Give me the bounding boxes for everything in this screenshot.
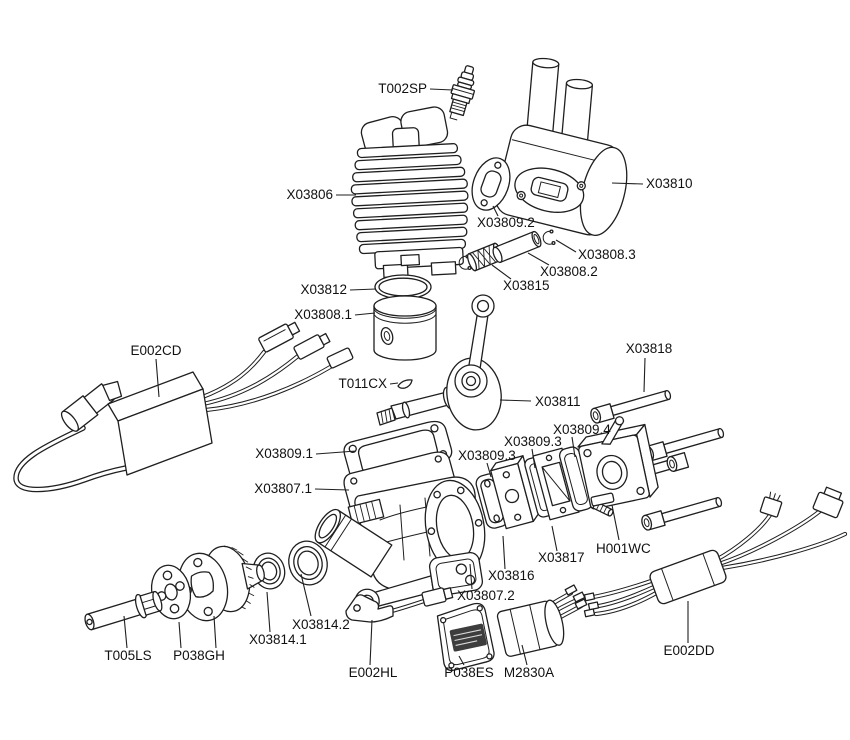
part-label-t011cx: T011CX	[338, 376, 387, 391]
part-label-p038gh: P038GH	[173, 648, 225, 663]
exhaust-gasket	[471, 157, 511, 211]
part-label-m2830a: M2830A	[504, 665, 554, 680]
battery-connector	[812, 486, 844, 519]
part-label-x03814-2: X03814.2	[292, 617, 350, 632]
part-label-e002cd: E002CD	[130, 343, 181, 358]
part-label-x03810: X03810	[646, 176, 693, 191]
part-label-x03815: X03815	[503, 278, 550, 293]
part-label-x03808-1: X03808.1	[294, 307, 352, 322]
part-label-x03812: X03812	[300, 282, 347, 297]
connector-2	[293, 332, 331, 360]
hall-sensor	[345, 587, 454, 623]
part-label-h001wc: H001WC	[596, 541, 651, 556]
part-label-x03808-2: X03808.2	[540, 264, 598, 279]
prop-bolt	[84, 590, 163, 631]
ignition-module	[13, 321, 354, 493]
part-label-t005ls: T005LS	[104, 648, 151, 663]
part-label-x03806: X03806	[286, 187, 333, 202]
prop-hub	[150, 545, 265, 622]
muffler	[495, 57, 628, 236]
piston-pin-clip-right	[542, 229, 556, 246]
connector-3	[326, 347, 354, 369]
servo-connector	[759, 491, 783, 518]
part-label-x03817: X03817	[538, 550, 585, 565]
woodruff-key	[397, 379, 413, 389]
part-label-t002sp: T002SP	[378, 81, 427, 96]
part-label-x03809-3b: X03809.3	[504, 434, 562, 449]
part-label-x03816: X03816	[488, 568, 535, 583]
carb-gasket-1	[475, 473, 509, 529]
part-label-x03811: X03811	[535, 394, 581, 409]
part-label-x03809-4: X03809.4	[553, 422, 611, 437]
part-label-e002dd: E002DD	[663, 643, 714, 658]
part-labels: T002SP X03806 X03810 X03809.2 X03808.3 X…	[104, 81, 714, 680]
part-label-x03807-1: X03807.1	[254, 481, 312, 496]
piston-ring	[374, 274, 432, 300]
part-label-x03809-2: X03809.2	[477, 215, 535, 230]
part-label-x03809-1: X03809.1	[255, 446, 313, 461]
part-label-x03818: X03818	[626, 341, 673, 356]
connecting-rod	[454, 294, 495, 398]
insulator-block	[490, 455, 540, 530]
reed-block	[532, 447, 580, 521]
part-label-x03807-2: X03807.2	[457, 588, 515, 603]
leader-lines	[123, 88, 689, 666]
spark-plug-cap	[60, 380, 123, 432]
bearing-large	[288, 540, 328, 586]
starter-housing	[436, 602, 495, 672]
part-label-x03808-3: X03808.3	[578, 247, 636, 262]
carb-pump-lever	[601, 416, 625, 445]
esc	[583, 486, 848, 618]
part-label-x03814-1: X03814.1	[249, 632, 307, 647]
wrist-pin	[492, 230, 542, 264]
cylinder	[350, 106, 469, 279]
piston	[373, 295, 437, 361]
part-label-x03809-3a: X03809.3	[458, 448, 516, 463]
part-label-p038es: P038ES	[444, 665, 494, 680]
crankcase-front-tube	[314, 508, 393, 578]
spark-plug	[449, 65, 475, 121]
carburetor	[577, 416, 659, 517]
crankshaft	[376, 357, 502, 431]
connector-1	[258, 321, 301, 353]
starter-motor-can	[496, 584, 588, 657]
part-label-e002hl: E002HL	[349, 665, 398, 680]
